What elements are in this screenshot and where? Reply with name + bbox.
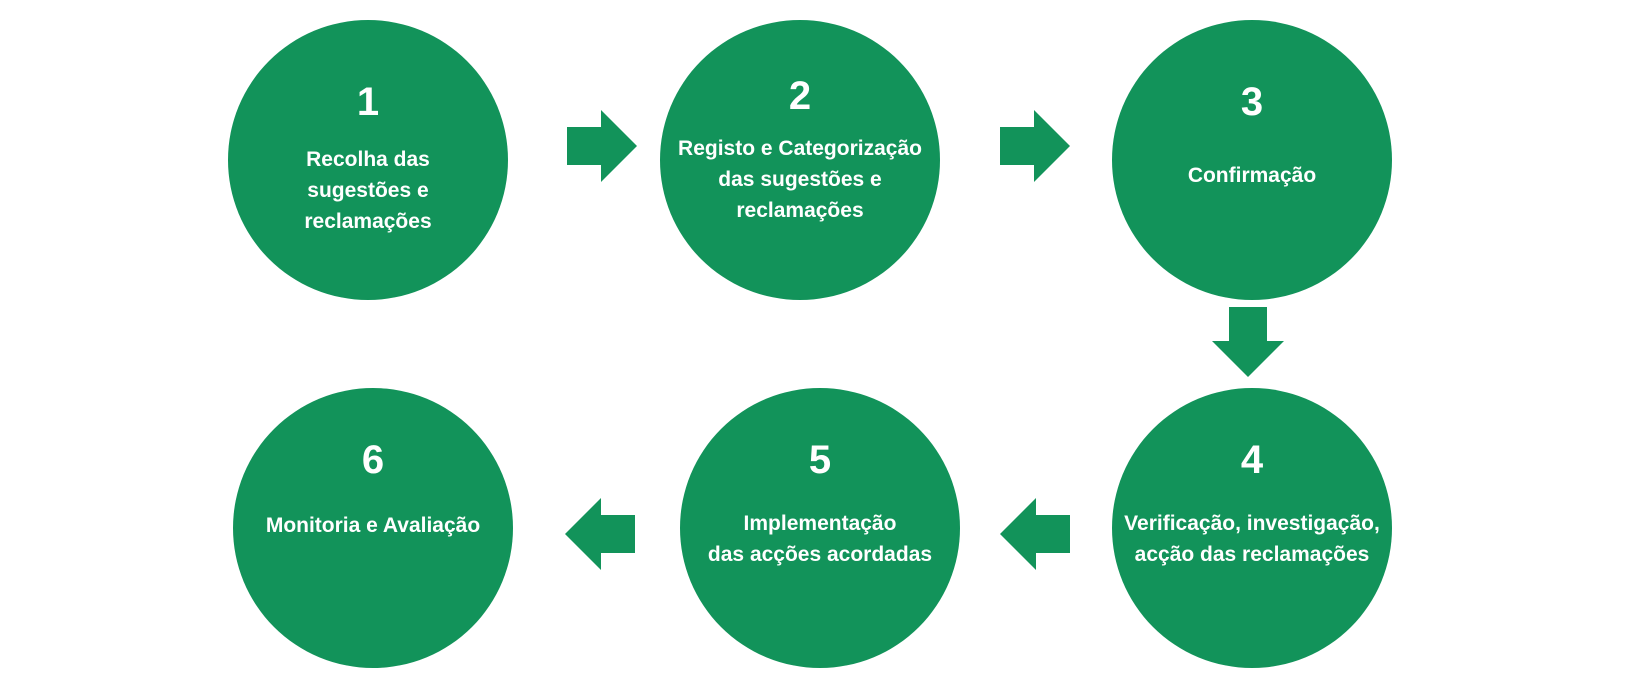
step-6-label: Monitoria e Avaliação (265, 514, 481, 537)
step-1-number: 1 (356, 80, 380, 124)
step-5-label: Implementação das acções acordadas (707, 512, 933, 566)
step-2-label: Registo e Categorização das sugestões e … (678, 137, 922, 222)
arrow-right-1-to-2 (567, 110, 637, 182)
step-3-circle: 3 Confirmação (1112, 20, 1392, 300)
step-1-label: Recolha das sugestões e reclamações (304, 148, 432, 233)
arrow-right-2-to-3 (1000, 110, 1070, 182)
step-6-circle: 6 Monitoria e Avaliação (233, 388, 513, 668)
step-5-number: 5 (808, 438, 832, 482)
arrow-left-5-to-6 (565, 498, 635, 570)
step-4-circle: 4 Verificação, investigação, acção das r… (1112, 388, 1392, 668)
step-1-circle: 1 Recolha das sugestões e reclamações (228, 20, 508, 300)
step-4-number: 4 (1240, 438, 1264, 482)
step-3-number: 3 (1240, 80, 1264, 124)
step-5-circle: 5 Implementação das acções acordadas (680, 388, 960, 668)
step-6-number: 6 (361, 438, 385, 482)
step-2-number: 2 (788, 74, 812, 118)
arrow-down-3-to-4 (1212, 307, 1284, 377)
step-2-circle: 2 Registo e Categorização das sugestões … (660, 20, 940, 300)
arrow-left-4-to-5 (1000, 498, 1070, 570)
step-4-label: Verificação, investigação, acção das rec… (1124, 512, 1380, 566)
step-3-label: Confirmação (1187, 164, 1317, 187)
